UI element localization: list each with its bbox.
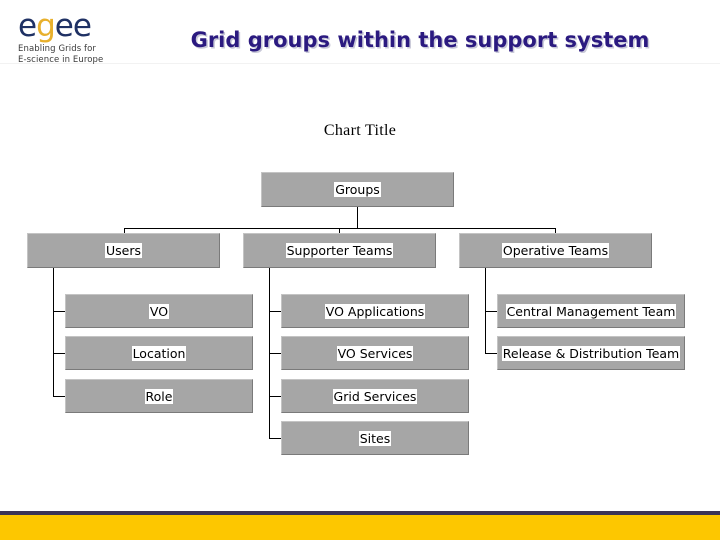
chart-node-release-distribution-team[interactable]: Release & Distribution Team xyxy=(497,336,685,370)
connector-operative-to-release-distribution-team xyxy=(485,353,497,354)
page-title: Grid groups within the support system xyxy=(190,28,650,52)
egee-tagline-line1: Enabling Grids for xyxy=(18,44,97,54)
chart-node-label: Supporter Teams xyxy=(285,243,394,258)
chart-node-label: Operative Teams xyxy=(501,243,610,258)
chart-node-label: VO xyxy=(148,303,170,319)
chart-node-label: Grid Services xyxy=(332,388,418,404)
footer-bar xyxy=(0,515,720,540)
footer-divider xyxy=(0,511,720,515)
connector-users-to-vo xyxy=(53,311,65,312)
chart-node-label: Users xyxy=(104,243,142,258)
chart-node-label: Release & Distribution Team xyxy=(501,345,681,361)
chart-node-vo[interactable]: VO xyxy=(65,294,253,328)
chart-title: Chart Title xyxy=(323,122,397,139)
connector-supporter-to-grid-services xyxy=(269,396,281,397)
egee-tagline-line2: E-science in Europe xyxy=(18,54,104,65)
chart-node-grid-services[interactable]: Grid Services xyxy=(281,379,469,413)
connector-operative-to-central-management-team xyxy=(485,311,497,312)
wordmark-e1: e xyxy=(18,8,37,44)
chart-node-vo-applications[interactable]: VO Applications xyxy=(281,294,469,328)
connector-supporter-to-vo-applications xyxy=(269,311,281,312)
chart-node-users[interactable]: Users xyxy=(27,233,220,268)
chart-node-label: Central Management Team xyxy=(505,303,677,319)
chart-node-role[interactable]: Role xyxy=(65,379,253,413)
chart-node-groups[interactable]: Groups xyxy=(261,172,454,207)
connector-supporter-to-sites xyxy=(269,438,281,439)
egee-tagline: Enabling Grids for E-science in Europe xyxy=(18,44,122,65)
wordmark-g-gold: g xyxy=(36,8,56,44)
chart-node-label: Location xyxy=(131,345,187,361)
chart-node-sites[interactable]: Sites xyxy=(281,421,469,455)
connector-supporter-to-vo-services xyxy=(269,353,281,354)
chart-node-label: VO Services xyxy=(336,345,414,361)
connector-users-to-role xyxy=(53,396,65,397)
egee-logo: egee Enabling Grids for E-science in Eur… xyxy=(18,11,122,69)
org-chart: Chart Title Groups Users Supporter Teams… xyxy=(0,100,720,480)
header-divider xyxy=(0,63,720,64)
chart-node-label: Role xyxy=(144,388,174,404)
connector-users-to-location xyxy=(53,353,65,354)
chart-node-operative-teams[interactable]: Operative Teams xyxy=(459,233,652,268)
connector-root-stem xyxy=(357,207,358,228)
chart-node-supporter-teams[interactable]: Supporter Teams xyxy=(243,233,436,268)
chart-node-vo-services[interactable]: VO Services xyxy=(281,336,469,370)
chart-node-central-management-team[interactable]: Central Management Team xyxy=(497,294,685,328)
egee-wordmark: egee xyxy=(18,11,122,42)
chart-node-label: Sites xyxy=(358,430,392,446)
chart-node-label: VO Applications xyxy=(324,303,426,319)
chart-node-label: Groups xyxy=(334,182,381,197)
connector-users-spine xyxy=(53,268,54,397)
chart-node-location[interactable]: Location xyxy=(65,336,253,370)
wordmark-ee: ee xyxy=(54,8,92,44)
